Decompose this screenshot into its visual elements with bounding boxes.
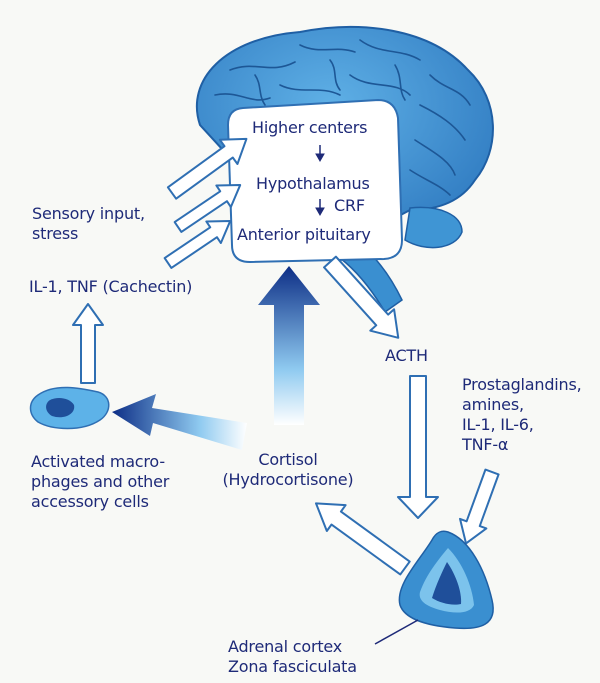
label-adrenal-cortex: Adrenal cortex Zona fasciculata bbox=[228, 637, 357, 677]
arrow-acth-to-adrenal bbox=[398, 376, 438, 518]
label-sensory-input: Sensory input, stress bbox=[32, 204, 145, 244]
label-crf: CRF bbox=[334, 196, 365, 216]
label-cortisol: Cortisol (Hydrocortisone) bbox=[208, 450, 368, 490]
label-hypothalamus: Hypothalamus bbox=[256, 174, 370, 194]
adrenal-leader-line bbox=[375, 620, 418, 644]
macrophage-cell-icon bbox=[31, 387, 109, 428]
label-mediators: Prostaglandins, amines, IL-1, IL-6, TNF-… bbox=[462, 375, 582, 455]
arrow-mediators-to-adrenal bbox=[453, 467, 505, 548]
label-acth: ACTH bbox=[385, 346, 428, 366]
label-il1-tnf: IL-1, TNF (Cachectin) bbox=[29, 277, 192, 297]
label-activated-cells: Activated macro- phages and other access… bbox=[31, 452, 169, 512]
adrenal-gland-icon bbox=[399, 531, 493, 628]
arrow-cortisol-to-macrophages bbox=[112, 394, 247, 450]
arrow-macrophage-to-cytokines bbox=[73, 304, 103, 383]
label-anterior-pituitary: Anterior pituitary bbox=[237, 225, 371, 245]
label-higher-centers: Higher centers bbox=[252, 118, 367, 138]
arrow-adrenal-to-cortisol bbox=[307, 490, 415, 581]
arrow-cortisol-to-pituitary bbox=[258, 266, 320, 425]
